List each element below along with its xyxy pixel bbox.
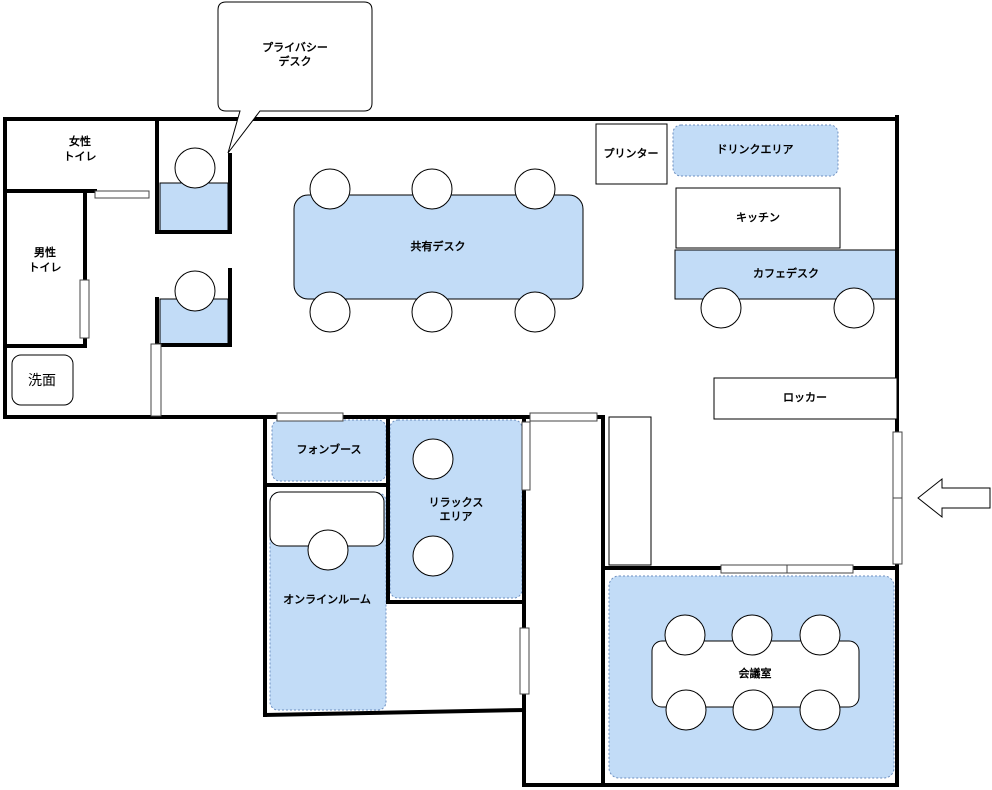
door-online[interactable] [519, 627, 530, 695]
chair[interactable] [700, 287, 742, 329]
drink-area[interactable] [672, 124, 839, 177]
privacy-desk-top [159, 182, 229, 232]
chair[interactable] [412, 535, 454, 577]
door-meeting-right[interactable] [786, 564, 854, 574]
door-phone-booth[interactable] [276, 412, 344, 422]
chair[interactable] [514, 291, 556, 333]
entrance-door-lower[interactable] [892, 497, 903, 565]
chair[interactable] [309, 168, 351, 210]
relax-area-label-1: リラックス [429, 496, 484, 509]
cafe-desk-label: カフェデスク [753, 266, 819, 280]
women-restroom-label-2: トイレ [64, 150, 97, 163]
callout-label-line2: デスク [279, 54, 312, 68]
women-restroom-label-1: 女性 [69, 134, 91, 148]
chair[interactable] [833, 287, 875, 329]
shared-desk-label: 共有デスク [411, 239, 466, 253]
chair[interactable] [799, 614, 841, 656]
chair[interactable] [309, 291, 351, 333]
chairs [174, 147, 875, 731]
relax-area-label-2: エリア [440, 510, 473, 523]
chair[interactable] [731, 614, 773, 656]
door-relax[interactable] [521, 421, 531, 491]
men-restroom-label-1: 男性 [34, 245, 56, 259]
kitchen-label: キッチン [736, 211, 780, 224]
chair[interactable] [174, 270, 216, 312]
printer[interactable] [595, 123, 668, 185]
relax-area[interactable] [389, 419, 523, 599]
locker[interactable] [713, 377, 898, 420]
wash-basin[interactable] [11, 354, 74, 406]
door-corridor-top[interactable] [529, 412, 598, 422]
doors [79, 190, 903, 695]
door-wash[interactable] [150, 343, 162, 417]
door-men-restroom[interactable] [79, 279, 90, 339]
kitchen[interactable] [675, 187, 841, 249]
chair[interactable] [307, 529, 349, 571]
wash-label: 洗面 [28, 373, 56, 389]
entrance-door-upper[interactable] [892, 431, 903, 499]
chair[interactable] [174, 147, 216, 189]
storage-cabinet[interactable] [608, 416, 652, 566]
meeting-room-label: 会議室 [739, 666, 772, 680]
chair[interactable] [514, 168, 556, 210]
door-restroom[interactable] [94, 190, 150, 199]
chair[interactable] [732, 689, 774, 731]
privacy-desk-callout [217, 1, 373, 154]
door-meeting-left[interactable] [720, 564, 788, 574]
drink-area-label: ドリンクエリア [717, 143, 794, 156]
online-room-label: オンラインルーム [283, 593, 371, 606]
chair[interactable] [412, 438, 454, 480]
callout-label-line1: プライバシー [262, 40, 328, 54]
chair[interactable] [664, 614, 706, 656]
chair[interactable] [799, 689, 841, 731]
locker-label: ロッカー [783, 391, 827, 404]
chair[interactable] [411, 291, 453, 333]
printer-label: プリンター [604, 146, 659, 160]
phone-booth-label: フォンブース [296, 442, 361, 456]
chair[interactable] [665, 689, 707, 731]
men-restroom-label-2: トイレ [29, 261, 62, 274]
arrow-left-icon [917, 477, 991, 519]
chair[interactable] [411, 168, 453, 210]
